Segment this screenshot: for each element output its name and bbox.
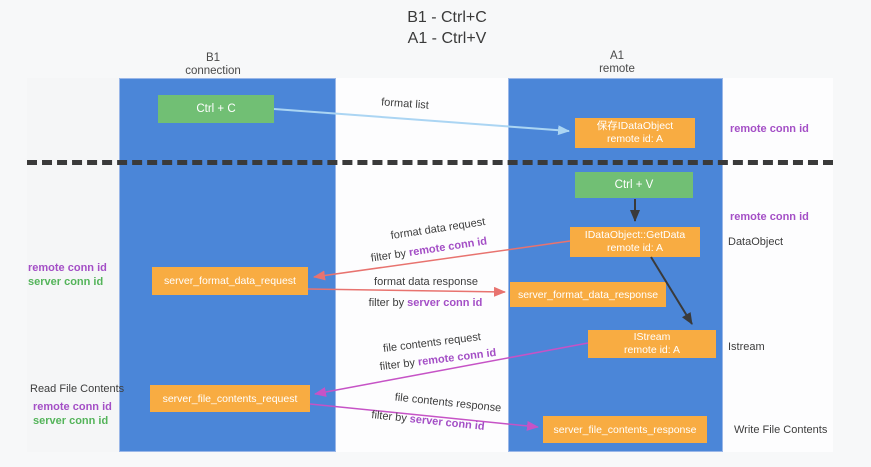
annotation-remote-conn-id-mid-right: remote conn id	[730, 211, 809, 223]
node-getdata-line1: IDataObject::GetData	[584, 229, 686, 241]
annotation-server-conn-id-mid-left: server conn id	[28, 276, 104, 288]
node-ctrl-v-label: Ctrl + V	[614, 179, 654, 191]
node-idataobject-getdata: IDataObject::GetData remote id: A	[570, 227, 700, 257]
node-server-format-data-response: server_format_data_response	[510, 282, 666, 307]
lane-a1-subtitle: remote	[599, 63, 635, 75]
filter-key-server-conn-id: server conn id	[407, 297, 483, 309]
node-format-request-label: server_format_data_request	[164, 275, 296, 287]
annotation-istream: Istream	[728, 341, 765, 353]
diagram-title: B1 - Ctrl+C A1 - Ctrl+V	[347, 7, 547, 49]
lane-header-b1: B1 connection	[153, 52, 273, 78]
filter-prefix: filter by	[379, 356, 416, 374]
filter-prefix: filter by	[370, 247, 407, 265]
node-istream-line1: IStream	[633, 331, 671, 343]
node-istream-line2: remote id: A	[623, 344, 681, 356]
lane-b1-name: B1	[205, 52, 221, 64]
node-istream: IStream remote id: A	[588, 330, 716, 358]
edge-label-format-list: format list	[380, 96, 430, 112]
filter-key-remote-conn-id: remote conn id	[408, 235, 488, 259]
node-ctrl-v: Ctrl + V	[575, 172, 693, 198]
node-ctrl-c: Ctrl + C	[158, 95, 274, 123]
annotation-remote-conn-id-bottom-left: remote conn id	[33, 401, 112, 413]
annotation-write-file-contents: Write File Contents	[734, 424, 828, 436]
node-save-idataobject-line2: remote id: A	[606, 133, 664, 145]
lane-b1-subtitle: connection	[185, 65, 241, 77]
filter-key-server-conn-id: server conn id	[409, 413, 486, 433]
node-getdata-line2: remote id: A	[606, 242, 664, 254]
node-server-format-data-request: server_format_data_request	[152, 267, 308, 295]
filter-prefix: filter by	[370, 409, 408, 425]
arrow-format-data-response	[307, 286, 506, 297]
node-file-request-label: server_file_contents_request	[162, 392, 298, 405]
title-line-1: B1 - Ctrl+C	[407, 9, 487, 26]
node-save-idataobject: 保存IDataObject remote id: A	[575, 118, 695, 148]
node-file-response-label: server_file_contents_response	[553, 423, 697, 436]
filter-prefix: filter by	[368, 297, 405, 309]
annotation-remote-conn-id-top-right: remote conn id	[730, 123, 809, 135]
node-format-response-label: server_format_data_response	[517, 288, 659, 301]
annotation-server-conn-id-bottom-left: server conn id	[33, 415, 109, 427]
filter-key-remote-conn-id: remote conn id	[417, 346, 497, 369]
node-server-file-contents-response: server_file_contents_response	[543, 416, 707, 443]
annotation-dataobject: DataObject	[728, 236, 784, 248]
annotation-remote-conn-id-mid-left: remote conn id	[28, 262, 107, 274]
node-server-file-contents-request: server_file_contents_request	[150, 385, 310, 412]
edge-label-format-data-response: format data response	[374, 276, 478, 288]
title-line-2: A1 - Ctrl+V	[407, 30, 487, 47]
node-save-idataobject-line1: 保存IDataObject	[596, 120, 674, 132]
session-divider-dashed-line	[27, 160, 833, 165]
lane-a1-name: A1	[609, 50, 625, 62]
annotation-read-file-contents: Read File Contents	[30, 383, 125, 395]
lane-header-a1: A1 remote	[557, 50, 677, 76]
node-ctrl-c-label: Ctrl + C	[196, 103, 236, 115]
